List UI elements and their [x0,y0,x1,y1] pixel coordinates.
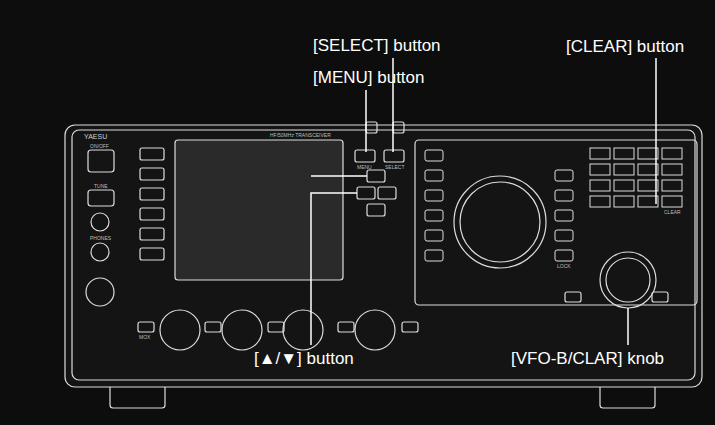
button [555,210,573,221]
button [268,322,284,332]
up-button [367,170,385,182]
panel-marking: TUNE [94,184,108,189]
key [590,196,610,207]
button [140,168,164,180]
button [425,210,443,221]
button [555,170,573,181]
panel-inner-outline [72,130,695,380]
left-display [175,140,343,280]
button [366,122,377,133]
button [402,322,418,332]
panel-marking: LOCK [557,264,571,269]
knob-ring [606,258,650,302]
mic-connector [86,278,114,306]
knob [283,310,323,350]
leader-lines [311,58,656,345]
knob [355,310,395,350]
knob [160,310,200,350]
key [662,196,682,207]
button-column [425,150,573,261]
key [638,180,658,191]
menu-button [355,150,375,162]
right-button [378,187,396,199]
button [393,122,404,133]
key [662,164,682,175]
main-dial-ring [460,182,540,262]
key [638,196,658,207]
button [425,230,443,241]
front-panel [65,125,702,387]
button [425,170,443,181]
button [555,230,573,241]
button [140,228,164,240]
key [638,148,658,159]
panel-marking: SELECT [385,165,404,170]
knob [222,310,262,350]
callout-label: [CLEAR] button [566,38,684,55]
button [140,208,164,220]
button [338,322,354,332]
button [555,250,573,261]
panel-marking: PHONES [90,236,111,241]
keypad [590,148,682,207]
key [614,180,634,191]
panel-marking: MENU [357,165,372,170]
select-button [384,150,404,162]
button [565,292,581,302]
brand-marking: YAESU [84,133,107,140]
panel-marking: MOX [139,335,150,340]
button [140,148,164,160]
key [614,196,634,207]
button [138,322,154,332]
down-button [367,204,385,216]
left-button [357,187,375,199]
jack [91,213,109,231]
button [425,150,443,161]
callout-label: [MENU] button [313,69,425,86]
main-dial [454,176,546,268]
leader-line [311,175,367,177]
button [555,190,573,201]
key [638,164,658,175]
panel-marking: HF/50MHz TRANSCEIVER [270,133,331,138]
key [614,164,634,175]
button [652,292,668,302]
key [662,180,682,191]
button [140,248,164,260]
key [590,148,610,159]
key [662,148,682,159]
button [205,322,221,332]
right-panel-area [415,140,697,305]
button [140,188,164,200]
button [425,190,443,201]
callout-label: [SELECT] button [313,37,441,54]
callout-label: [VFO-B/CLAR] knob [511,350,664,367]
panel-marking: CLEAR [664,210,681,215]
panel-marking: ON/OFF [90,144,109,149]
power-button [88,150,114,172]
key [614,148,634,159]
key [590,180,610,191]
button [425,250,443,261]
key [590,164,610,175]
leader-line [365,90,367,152]
vfo-b-clar-knob [600,252,656,308]
tune-button [88,190,114,206]
leader-line [627,308,629,345]
callout-label: [▲/▼] button [254,350,354,367]
leader-line [311,193,357,345]
leader-line [655,58,657,204]
jack [91,243,109,261]
